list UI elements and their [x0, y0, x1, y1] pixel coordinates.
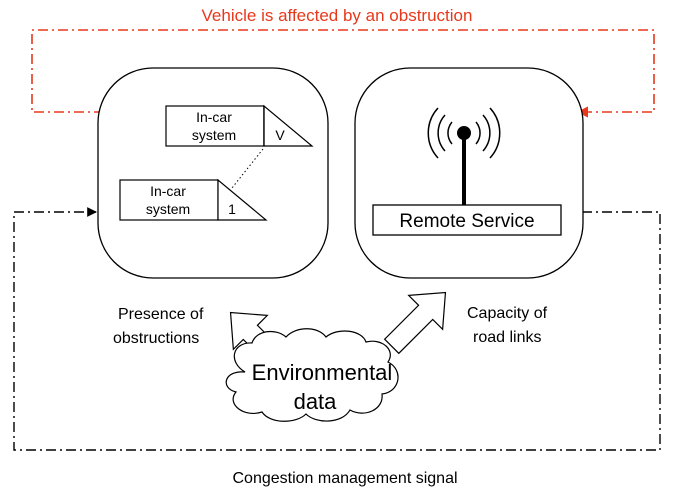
presence-label-line2: obstructions	[113, 330, 199, 347]
presence-label-line1: Presence of	[118, 306, 204, 323]
environment-line1: Environmental	[252, 360, 393, 385]
feedback-loop	[31, 29, 655, 118]
in-car-system-v: In-car system V	[165, 104, 314, 147]
environment-line2: data	[294, 389, 338, 414]
vehicle-container	[97, 67, 329, 279]
feedback-label: Vehicle is affected by an obstruction	[202, 6, 473, 25]
environment-cloud	[225, 328, 399, 422]
capacity-label-line2: road links	[473, 329, 541, 346]
capacity-label-line1: Capacity of	[467, 305, 548, 322]
system-connector	[231, 148, 264, 189]
in-car-system-1: In-car system 1	[119, 178, 268, 221]
congestion-loop	[13, 207, 661, 451]
in-car-system-v-index: V	[275, 127, 285, 143]
in-car-system-1-index: 1	[228, 201, 236, 217]
in-car-system-1-line1: In-car	[150, 183, 186, 199]
in-car-system-1-line2: system	[146, 201, 190, 217]
congestion-signal-label: Congestion management signal	[232, 470, 457, 487]
remote-service-label: Remote Service	[399, 211, 534, 232]
in-car-system-v-line1: In-car	[196, 109, 232, 125]
service-container	[354, 67, 584, 279]
remote-service-box	[372, 204, 562, 236]
in-car-system-v-line2: system	[192, 127, 236, 143]
wireless-antenna-icon	[427, 107, 501, 206]
capacity-arrow	[383, 291, 447, 355]
